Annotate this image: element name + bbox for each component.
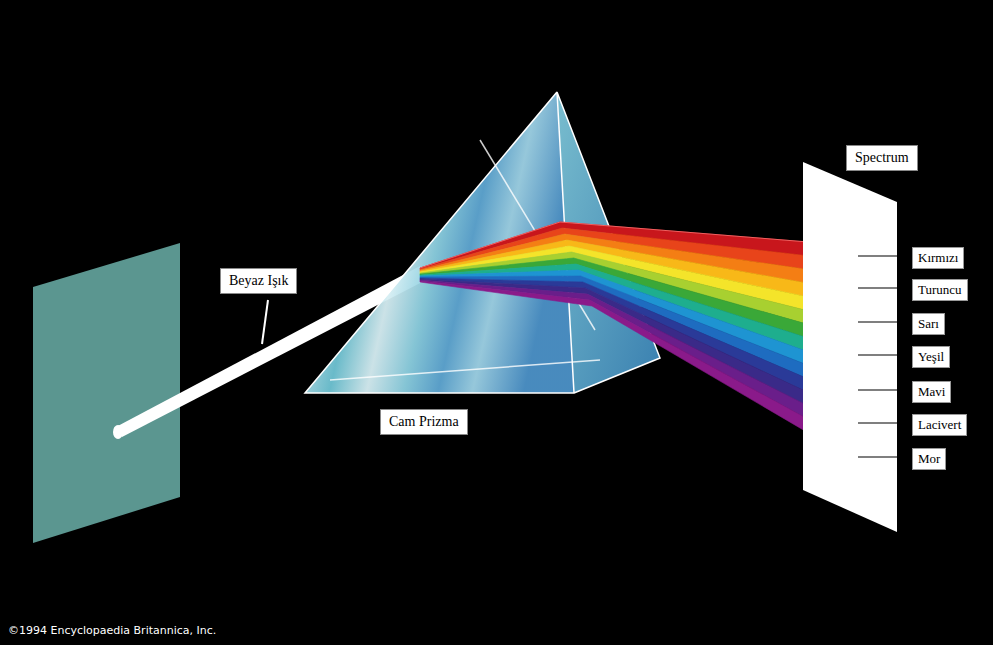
color-label: Yeşil — [912, 346, 950, 368]
color-label: Turuncu — [912, 279, 968, 301]
color-label: Kırmızı — [912, 247, 964, 269]
screen-title: Spectrum — [846, 145, 918, 171]
label-text: Sarı — [918, 316, 939, 331]
band-edge — [420, 222, 858, 268]
label-text: Beyaz Işık — [229, 273, 288, 288]
label-text: Turuncu — [918, 282, 962, 297]
spectrum-fan — [420, 222, 858, 462]
screen — [803, 162, 897, 532]
label-text: Mavi — [918, 384, 945, 399]
label-text: Cam Prizma — [389, 414, 459, 429]
label-text: Mor — [918, 451, 940, 466]
copyright-note: ©1994 Encyclopaedia Britannica, Inc. — [8, 624, 216, 637]
leader-line — [262, 300, 268, 344]
color-label: Mavi — [912, 381, 951, 403]
label-text: Yeşil — [918, 349, 944, 364]
label-text: Kırmızı — [918, 250, 958, 265]
label-text: Lacivert — [918, 417, 961, 432]
callout-box: Cam Prizma — [380, 409, 468, 435]
color-label: Mor — [912, 448, 946, 470]
callout-box: Beyaz Işık — [220, 268, 297, 294]
leader-lines — [858, 256, 912, 457]
label-text: Spectrum — [855, 150, 909, 165]
slit-panel — [33, 243, 180, 543]
spectrum-band — [420, 281, 858, 462]
color-label: Lacivert — [912, 414, 967, 436]
color-label: Sarı — [912, 313, 945, 335]
